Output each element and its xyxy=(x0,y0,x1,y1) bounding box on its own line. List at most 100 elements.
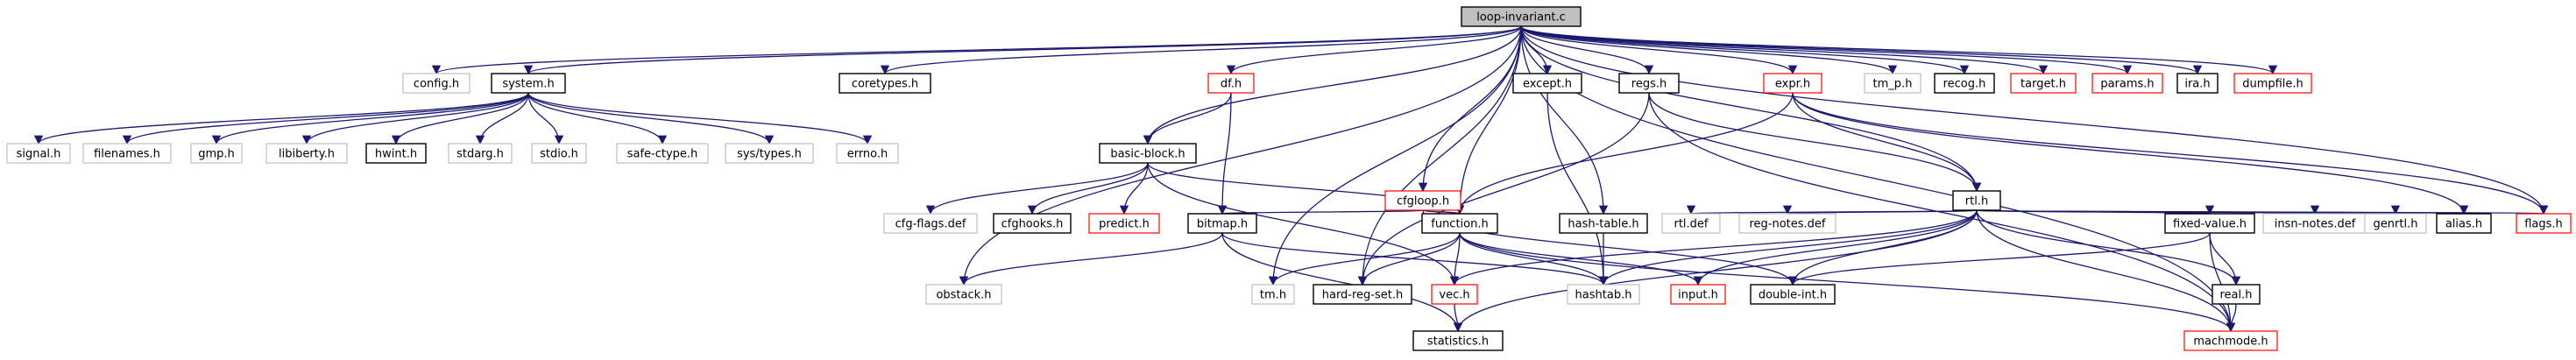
node-label: tm.h xyxy=(1260,289,1286,302)
node-box xyxy=(1251,284,1295,305)
node-hard-reg-set-h[interactable]: hard-reg-set.h xyxy=(1313,284,1412,305)
node-obstack-h[interactable]: obstack.h xyxy=(925,284,1002,305)
edge-fixed-value-h-to-real-h xyxy=(2209,232,2241,286)
node-hash-table-h[interactable]: hash-table.h xyxy=(1559,213,1648,234)
edge-rtl-h-to-flags-h xyxy=(1976,204,2546,215)
node-box xyxy=(1384,190,1461,211)
node-hashtab-h[interactable]: hashtab.h xyxy=(1567,284,1640,305)
node-input-h[interactable]: input.h xyxy=(1670,284,1726,305)
node-safe-ctype-h[interactable]: safe-ctype.h xyxy=(616,143,709,164)
edge-function-h-to-machmode-h xyxy=(1459,232,2236,333)
node-cfg-flags-def[interactable]: cfg-flags.def xyxy=(883,213,978,234)
node-machmode-h[interactable]: machmode.h xyxy=(2183,330,2278,351)
node-sys-types-h[interactable]: sys/types.h xyxy=(725,143,814,164)
node-label: hwint.h xyxy=(375,148,417,161)
node-df-h[interactable]: df.h xyxy=(1207,73,1255,94)
node-insn-notes-def[interactable]: insn-notes.def xyxy=(2262,213,2367,234)
edge-loop-invariant-c-to-tm-p-h xyxy=(1520,25,1898,75)
node-rtl-h[interactable]: rtl.h xyxy=(1952,190,2001,211)
node-rtl-def[interactable]: rtl.def xyxy=(1661,213,1721,234)
node-box xyxy=(1864,73,1921,94)
node-box xyxy=(1567,284,1640,305)
node-stdio-h[interactable]: stdio.h xyxy=(531,143,587,164)
edge-function-h-to-input-h xyxy=(1459,232,1703,286)
node-vec-h[interactable]: vec.h xyxy=(1431,284,1478,305)
node-label: cfgloop.h xyxy=(1397,195,1449,208)
edge-regs-h-to-machmode-h xyxy=(1648,92,2236,333)
node-box xyxy=(839,73,931,94)
node-errno-h[interactable]: errno.h xyxy=(836,143,899,164)
node-label: filenames.h xyxy=(94,148,160,161)
node-label: coretypes.h xyxy=(852,78,918,91)
node-alias-h[interactable]: alias.h xyxy=(2436,213,2492,234)
node-box xyxy=(6,143,71,164)
edge-loop-invariant-c-to-target-h xyxy=(1520,25,2048,75)
node-box xyxy=(2176,73,2219,94)
node-signal-h[interactable]: signal.h xyxy=(6,143,71,164)
node-params-h[interactable]: params.h xyxy=(2091,73,2163,94)
node-expr-h[interactable]: expr.h xyxy=(1763,73,1822,94)
node-label: libiberty.h xyxy=(279,148,335,161)
node-label: df.h xyxy=(1221,78,1242,91)
node-label: rtl.def xyxy=(1674,218,1708,231)
node-box xyxy=(836,143,899,164)
edge-df-h-to-basic-block-h xyxy=(1143,92,1232,145)
node-predict-h[interactable]: predict.h xyxy=(1088,213,1160,234)
node-basic-block-h[interactable]: basic-block.h xyxy=(1099,143,1197,164)
edge-loop-invariant-c-to-coretypes-h xyxy=(881,25,1522,75)
node-cfghooks-h[interactable]: cfghooks.h xyxy=(993,213,1072,234)
edge-df-h-to-bitmap-h xyxy=(1217,92,1232,215)
edge-rtl-h-to-vec-h xyxy=(1449,209,1978,286)
node-box xyxy=(2212,284,2261,305)
edge-bitmap-h-to-statistics-h xyxy=(1221,232,1463,333)
node-coretypes-h[interactable]: coretypes.h xyxy=(839,73,931,94)
node-system-h[interactable]: system.h xyxy=(491,73,566,94)
node-dumpfile-h[interactable]: dumpfile.h xyxy=(2233,73,2312,94)
node-box xyxy=(1461,6,1582,27)
node-cfgloop-h[interactable]: cfgloop.h xyxy=(1384,190,1461,211)
edge-real-h-to-machmode-h xyxy=(2226,303,2237,333)
node-box xyxy=(1207,73,1255,94)
node-label: sys/types.h xyxy=(737,148,802,161)
node-except-h[interactable]: except.h xyxy=(1512,73,1582,94)
node-box xyxy=(2436,213,2492,234)
node-hwint-h[interactable]: hwint.h xyxy=(365,143,427,164)
node-function-h[interactable]: function.h xyxy=(1421,213,1498,234)
node-config-h[interactable]: config.h xyxy=(402,73,471,94)
edge-loop-invariant-c-to-rtl-h xyxy=(1520,25,1982,193)
edge-basic-block-h-to-predict-h xyxy=(1119,162,1149,215)
node-recog-h[interactable]: recog.h xyxy=(1934,73,1995,94)
node-tm-p-h[interactable]: tm_p.h xyxy=(1864,73,1921,94)
node-label: statistics.h xyxy=(1427,335,1489,349)
node-fixed-value-h[interactable]: fixed-value.h xyxy=(2164,213,2255,234)
node-label: machmode.h xyxy=(2193,335,2268,349)
node-label: expr.h xyxy=(1775,78,1810,91)
node-label: input.h xyxy=(1678,289,1718,302)
edge-function-h-to-tm-h xyxy=(1268,232,1461,286)
edge-regs-h-to-hard-reg-set-h xyxy=(1357,92,1650,286)
node-flags-h[interactable]: flags.h xyxy=(2516,213,2572,234)
node-label: ira.h xyxy=(2184,78,2210,91)
node-bitmap-h[interactable]: bitmap.h xyxy=(1187,213,1257,234)
node-gmp-h[interactable]: gmp.h xyxy=(190,143,243,164)
node-stdarg-h[interactable]: stdarg.h xyxy=(448,143,513,164)
node-real-h[interactable]: real.h xyxy=(2212,284,2261,305)
node-box xyxy=(2516,213,2572,234)
node-libiberty-h[interactable]: libiberty.h xyxy=(265,143,348,164)
node-regs-h[interactable]: regs.h xyxy=(1618,73,1680,94)
node-tm-h[interactable]: tm.h xyxy=(1251,284,1295,305)
node-statistics-h[interactable]: statistics.h xyxy=(1412,330,1504,351)
node-filenames-h[interactable]: filenames.h xyxy=(82,143,172,164)
node-double-int-h[interactable]: double-int.h xyxy=(1750,284,1836,305)
node-label: reg-notes.def xyxy=(1749,218,1825,231)
edge-function-h-to-hard-reg-set-h xyxy=(1357,232,1461,286)
node-target-h[interactable]: target.h xyxy=(2010,73,2077,94)
node-box xyxy=(1618,73,1680,94)
node-ira-h[interactable]: ira.h xyxy=(2176,73,2219,94)
node-reg-notes-def[interactable]: reg-notes.def xyxy=(1738,213,1836,234)
node-label: hash-table.h xyxy=(1568,218,1638,231)
edge-loop-invariant-c-to-ira-h xyxy=(1520,25,2202,75)
node-box xyxy=(365,143,427,164)
node-label: recog.h xyxy=(1943,78,1986,91)
node-genrtl-h[interactable]: genrtl.h xyxy=(2364,213,2427,234)
